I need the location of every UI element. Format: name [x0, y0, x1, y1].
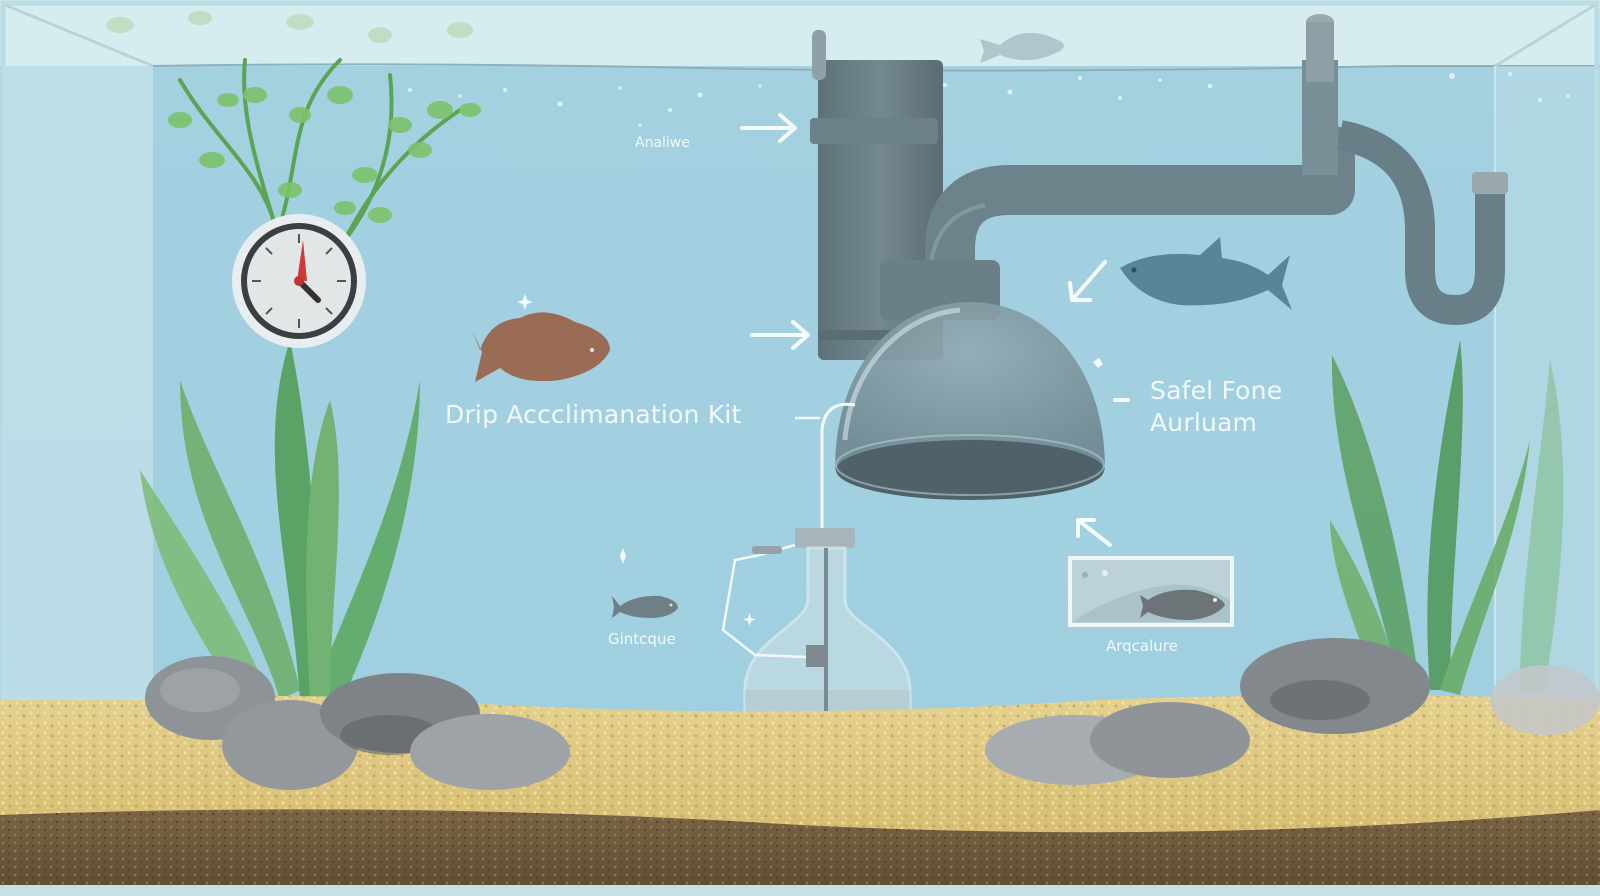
top-arrow-label: Analiwe [635, 135, 690, 151]
inset-label: Arqcalure [1106, 637, 1178, 655]
safe-zone-label-line1: Safel Fone [1150, 376, 1283, 405]
safe-zone-label-line2: Aurluam [1150, 408, 1258, 437]
drip-kit-label: Drip Accclimanation Kit [445, 400, 742, 429]
small-fish-label: Gintcque [608, 630, 676, 648]
